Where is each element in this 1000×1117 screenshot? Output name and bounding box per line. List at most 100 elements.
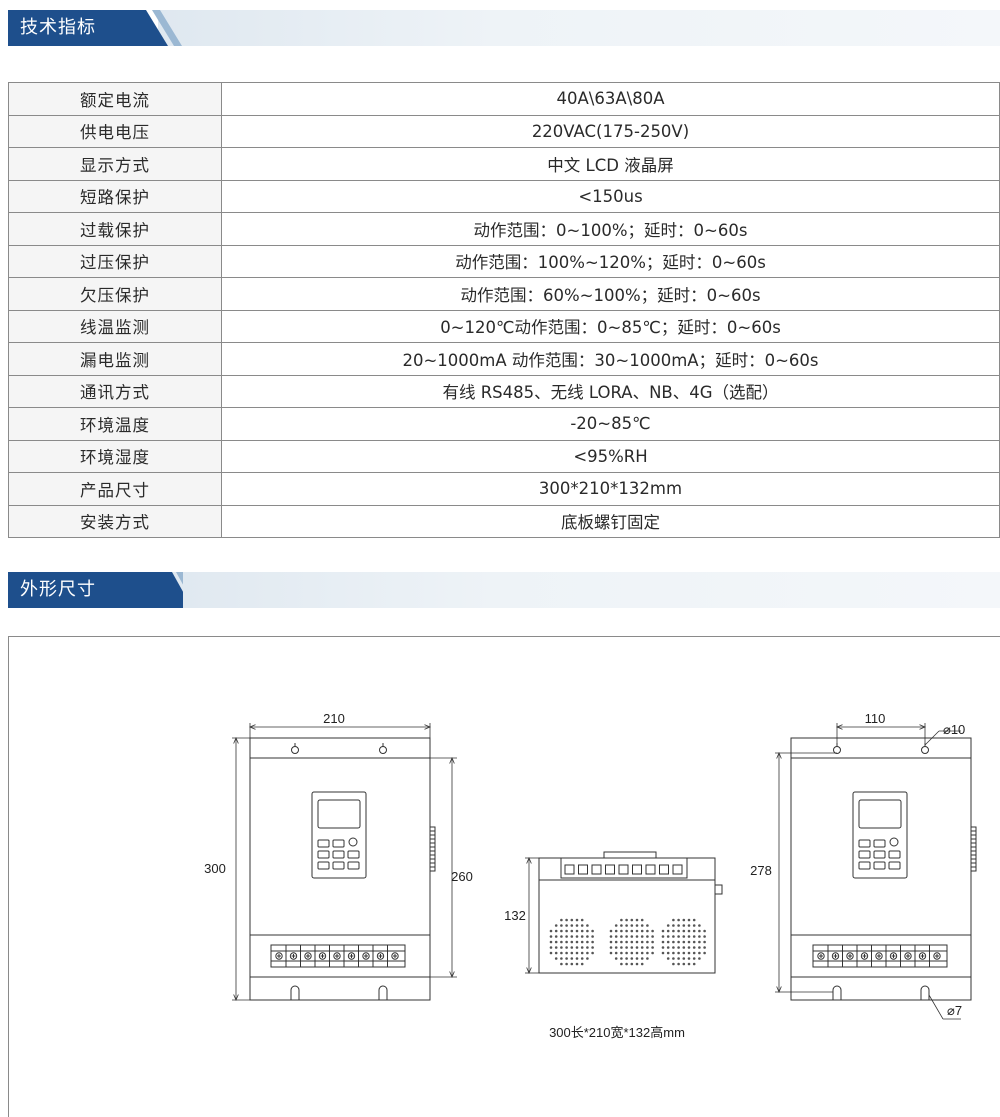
terminal-screw <box>860 952 869 960</box>
vent-hole <box>661 946 665 949</box>
vent-hole <box>703 929 706 933</box>
vent-hole <box>687 924 691 927</box>
vent-hole <box>614 935 618 938</box>
lcd-screen <box>858 799 902 829</box>
vent-hole <box>661 951 665 955</box>
vent-hole <box>677 918 680 922</box>
mounting-slot <box>920 985 930 1000</box>
vent-hole <box>698 940 701 944</box>
side-view <box>538 851 723 974</box>
vent-hole <box>549 929 553 933</box>
spec-row: 环境湿度<95%RH <box>8 439 1000 473</box>
header-band <box>158 10 1000 46</box>
spec-value: <95%RH <box>221 439 1000 473</box>
dimension-drawing-frame: 210 300 260 132 300长*210宽*132高mm <box>8 636 1000 1117</box>
vent-hole <box>609 940 613 944</box>
vent-hole <box>630 935 634 938</box>
vent-hole <box>554 951 558 955</box>
terminal-screw <box>289 952 298 960</box>
vent-hole <box>625 957 628 960</box>
spec-label: 过压保护 <box>8 244 222 278</box>
vent-hole <box>677 929 680 933</box>
vent-hole <box>672 935 675 938</box>
spec-value: 动作范围：100%~120%；延时：0~60s <box>221 244 1000 278</box>
side-terminal <box>605 864 615 875</box>
vent-hole <box>651 951 654 955</box>
vent-hole <box>614 929 618 933</box>
header-band <box>158 572 1000 608</box>
vent-hole <box>687 940 691 944</box>
vent-hole <box>703 940 706 944</box>
spec-label: 漏电监测 <box>8 342 222 376</box>
vent-hole <box>635 962 639 966</box>
vent-hole <box>625 918 628 922</box>
vent-hole <box>554 940 558 944</box>
vent-hole <box>591 946 594 949</box>
vent-hole <box>565 951 568 955</box>
spec-value: 动作范围：60%~100%；延时：0~60s <box>221 277 1000 311</box>
dim-front-inner-height: 260 <box>451 869 473 884</box>
vent-hole <box>620 946 623 949</box>
vent-hole <box>549 951 553 955</box>
front-display-panel <box>311 791 367 879</box>
vent-hole <box>703 946 706 949</box>
vent-hole <box>635 957 639 960</box>
vent-hole <box>575 935 579 938</box>
header-title-box: 技术指标 <box>8 10 183 46</box>
vent-hole <box>672 962 675 966</box>
vent-hole <box>565 929 568 933</box>
vent-hole <box>672 946 675 949</box>
vent-hole <box>565 946 568 949</box>
vent-hole <box>687 935 691 938</box>
terminal-screw <box>391 952 399 960</box>
vent-hole <box>609 951 613 955</box>
back-dimensions <box>775 723 961 1020</box>
vent-hole <box>677 957 680 960</box>
vent-hole <box>560 918 563 922</box>
vent-hole <box>554 924 558 927</box>
vent-hole <box>677 946 680 949</box>
spec-label: 供电电压 <box>8 114 222 148</box>
vent-hole <box>698 924 701 927</box>
side-dimensions <box>525 858 539 973</box>
vent-hole <box>661 929 665 933</box>
vent-hole <box>661 935 665 938</box>
vent-hole <box>609 929 613 933</box>
vent-hole <box>580 929 584 933</box>
vent-hole <box>560 924 563 927</box>
vent-hole <box>698 957 701 960</box>
spec-label: 短路保护 <box>8 179 222 213</box>
vent-hole <box>575 929 579 933</box>
front-dimensions <box>232 723 457 1000</box>
vent-hole <box>682 940 686 944</box>
spec-row: 通讯方式有线 RS485、无线 LORA、NB、4G（选配） <box>8 374 1000 408</box>
vent-hole <box>630 957 634 960</box>
vent-hole <box>640 957 644 960</box>
side-terminal <box>591 864 602 875</box>
vent-hole <box>630 951 634 955</box>
vent-hole <box>698 935 701 938</box>
vent-hole <box>692 962 696 966</box>
vent-hole <box>625 946 628 949</box>
vent-hole <box>692 940 696 944</box>
vent-hole <box>672 951 675 955</box>
vent-hole <box>640 935 644 938</box>
terminal-screw <box>318 952 327 960</box>
spec-label: 过载保护 <box>8 212 222 246</box>
vent-hole <box>560 935 563 938</box>
terminal-screw <box>362 952 370 960</box>
spec-label: 安装方式 <box>8 504 222 538</box>
vent-hole <box>666 929 670 933</box>
vent-hole <box>620 957 623 960</box>
spec-label: 通讯方式 <box>8 374 222 408</box>
spec-label: 欠压保护 <box>8 277 222 311</box>
vent-hole <box>677 924 680 927</box>
vent-hole <box>565 962 568 966</box>
vent-hole <box>682 929 686 933</box>
vent-hole <box>554 935 558 938</box>
vent-hole <box>565 940 568 944</box>
vent-hole <box>614 940 618 944</box>
side-terminal <box>564 864 575 875</box>
vent-hole <box>672 940 675 944</box>
vent-hole <box>692 929 696 933</box>
